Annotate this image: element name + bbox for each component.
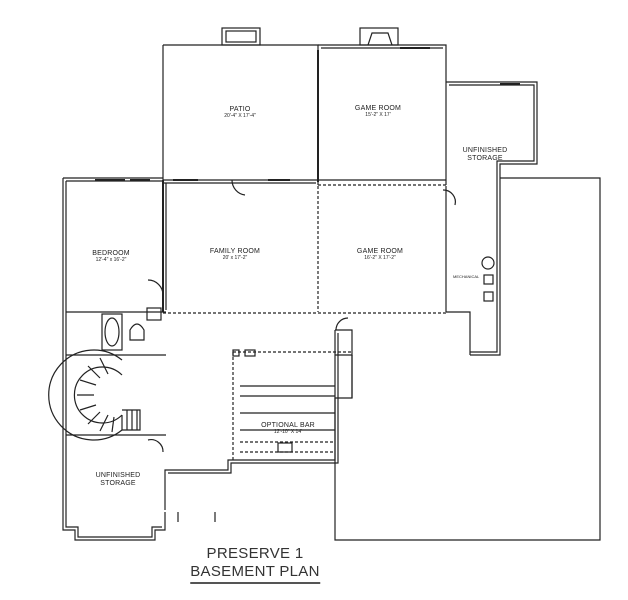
storage-walls xyxy=(446,81,538,356)
game-room-walls xyxy=(318,44,447,185)
room-name: FAMILY ROOM xyxy=(209,248,261,255)
room-dims: 12'-10" X 14' xyxy=(273,429,303,436)
fireplace-left xyxy=(221,27,261,46)
furnace-2 xyxy=(483,291,494,302)
room-name: STORAGE xyxy=(100,480,136,488)
room-dims: 20'-4" X 17'-4" xyxy=(224,113,256,120)
room-dims: 20' x 17'-2" xyxy=(222,255,248,262)
water-heater xyxy=(481,256,495,270)
room-label-optional-bar: OPTIONAL BAR 12'-10" X 14' xyxy=(261,422,315,436)
mechanical-label: MECHANICAL xyxy=(453,274,480,279)
fireplace-right xyxy=(359,27,399,46)
room-label-game-room-lower: GAME ROOM 16'-2" X 17'-2" xyxy=(357,248,403,262)
room-dims: 15'-2" X 17' xyxy=(365,112,391,119)
room-name: GAME ROOM xyxy=(356,248,404,255)
left-exterior xyxy=(62,178,166,541)
plan-title-line1: PRESERVE 1 xyxy=(206,545,304,562)
room-name: GAME ROOM xyxy=(354,105,402,112)
bathtub xyxy=(101,313,123,351)
plan-title: PRESERVE 1 BASEMENT PLAN xyxy=(190,545,320,584)
room-label-bedroom: BEDROOM 12'-4" x 16'-2" xyxy=(92,250,130,264)
room-name: UNFINISHED xyxy=(462,147,508,154)
room-name: STORAGE xyxy=(467,155,503,163)
room-dims: 12'-4" x 16'-2" xyxy=(95,257,127,264)
room-dims: 16'-2" X 17'-2" xyxy=(364,255,396,262)
room-name: OPTIONAL BAR xyxy=(261,422,315,429)
spiral-staircase xyxy=(48,349,141,441)
room-label-unfinished-storage-right: UNFINISHED STORAGE xyxy=(463,147,508,163)
room-label-game-room-upper: GAME ROOM 15'-2" X 17' xyxy=(355,105,401,119)
room-name: UNFINISHED xyxy=(95,472,141,479)
room-name: BEDROOM xyxy=(92,250,130,257)
plan-title-line2: BASEMENT PLAN xyxy=(190,563,320,584)
room-name: PATIO xyxy=(229,106,251,113)
room-label-family-room: FAMILY ROOM 20' x 17'-2" xyxy=(210,248,260,262)
furnace-1 xyxy=(483,274,494,285)
room-label-patio: PATIO 20'-4" X 17'-4" xyxy=(224,106,256,120)
exterior-outline xyxy=(334,177,601,541)
sink xyxy=(146,307,162,321)
toilet xyxy=(129,323,145,341)
room-label-unfinished-storage-left: UNFINISHED STORAGE xyxy=(96,472,141,488)
